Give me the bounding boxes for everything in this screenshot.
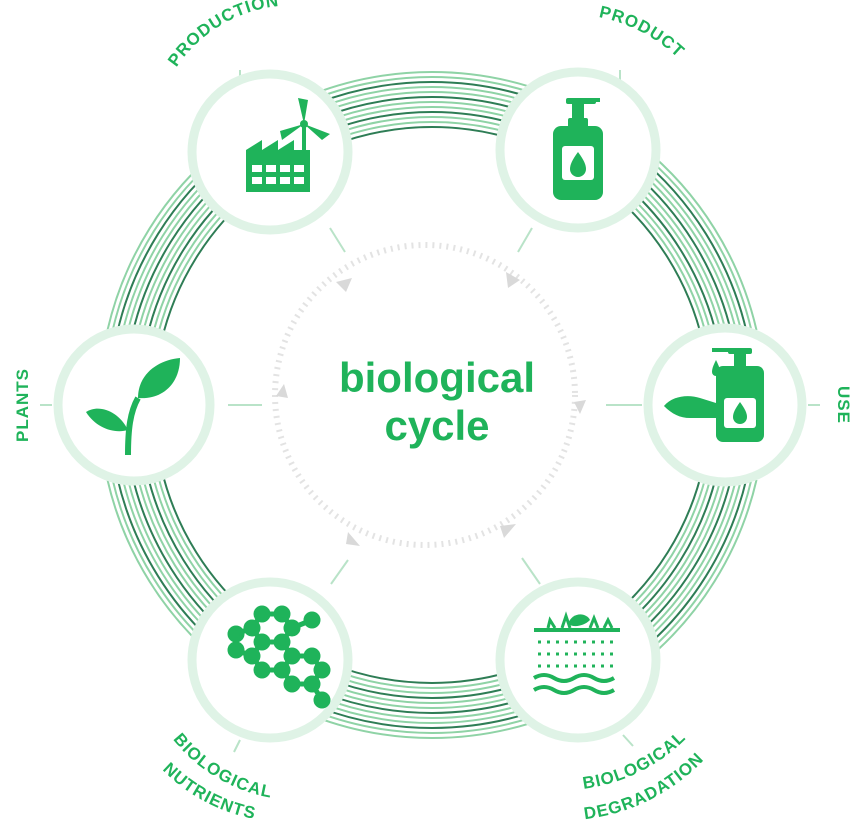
center-title-line2: cycle bbox=[384, 402, 489, 449]
node-product bbox=[495, 67, 661, 233]
cycle-arrow bbox=[574, 400, 586, 414]
soil-layers-icon bbox=[532, 611, 620, 695]
soap-bottle-icon bbox=[553, 98, 603, 200]
node-nutrients bbox=[187, 577, 353, 743]
arc-stripe bbox=[314, 76, 550, 100]
cycle-arrow bbox=[346, 532, 360, 546]
arc-stripe bbox=[312, 714, 552, 739]
inner-dotted-ring bbox=[272, 242, 578, 548]
node-connectors bbox=[40, 70, 820, 753]
arc-stripe bbox=[640, 145, 758, 331]
label-production: PRODUCTION bbox=[164, 0, 280, 70]
label-product: PRODUCT bbox=[598, 2, 689, 61]
cycle-arrow bbox=[336, 278, 352, 292]
center-title-line1: biological bbox=[339, 354, 535, 401]
cycle-arrow bbox=[500, 524, 516, 538]
sprout-icon bbox=[86, 358, 180, 456]
node-plants bbox=[53, 324, 215, 486]
cycle-arrow bbox=[276, 384, 288, 398]
node-production bbox=[187, 69, 353, 235]
molecule-icon bbox=[227, 605, 331, 709]
label-use: USE bbox=[834, 386, 853, 424]
cycle-arrow bbox=[506, 272, 520, 288]
node-use bbox=[643, 323, 807, 487]
arc-stripe bbox=[312, 71, 552, 96]
node-degradation bbox=[495, 577, 661, 743]
arc-stripe bbox=[640, 479, 758, 665]
hand-wash-icon bbox=[664, 348, 764, 442]
label-plants: PLANTS bbox=[13, 368, 32, 442]
factory-icon bbox=[246, 98, 330, 192]
connecting-arcs bbox=[106, 71, 758, 739]
arc-stripe bbox=[314, 710, 550, 734]
inner-cycle-arrows bbox=[276, 272, 586, 546]
